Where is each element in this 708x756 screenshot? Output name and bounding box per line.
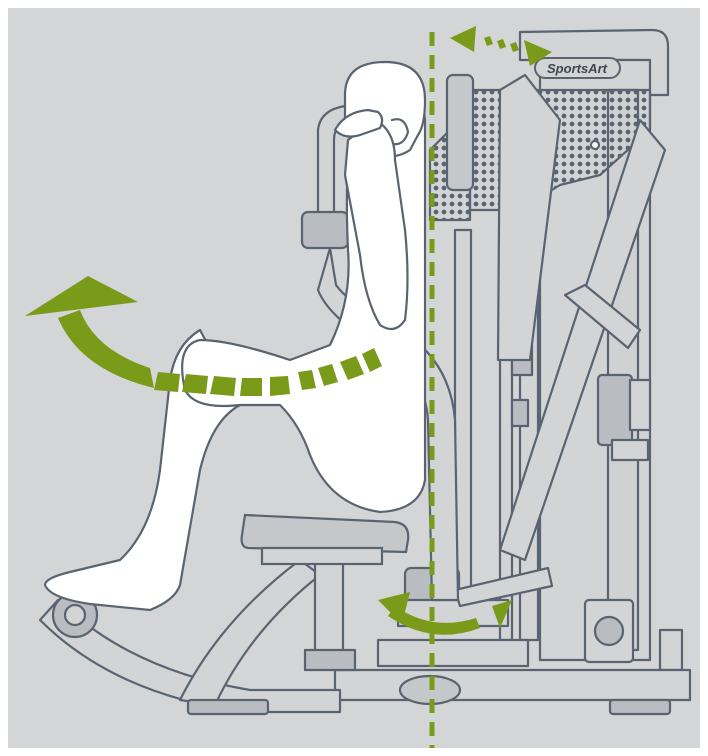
seat xyxy=(242,515,409,564)
brand-badge: SportsArt xyxy=(535,58,620,78)
brand-logo-text: SportsArt xyxy=(547,61,608,76)
back-pad xyxy=(447,75,473,190)
